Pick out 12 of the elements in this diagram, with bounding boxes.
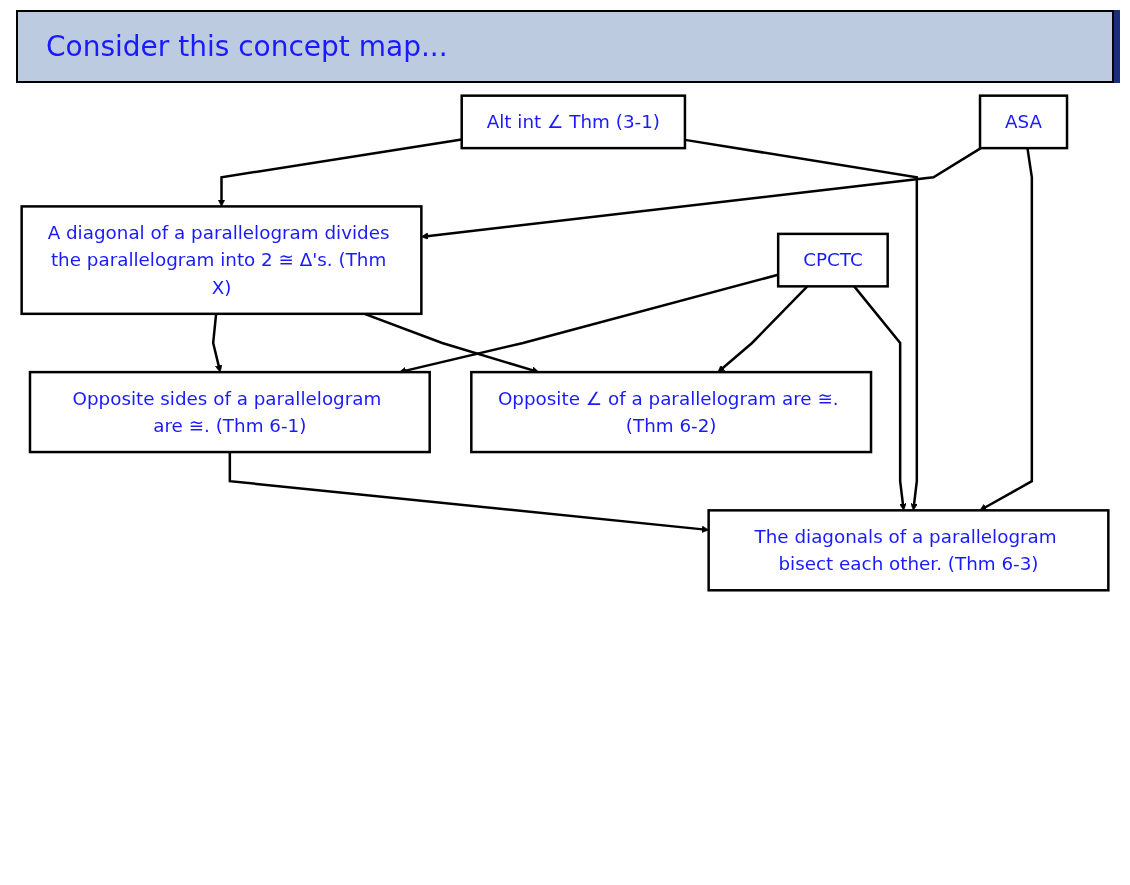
node-box: Alt int ∠ Thm (3-1) — [460, 94, 687, 150]
node-box: CPCTC — [776, 232, 889, 288]
arrow — [421, 147, 982, 240]
node-box: Opposite sides of a parallelogram are ≅. (Thm 6-1) — [28, 370, 431, 454]
node-box: ASA — [978, 94, 1069, 150]
node-box: Opposite ∠ of a parallelogram are ≅. (Thm 6-2) — [470, 370, 873, 454]
arrow — [217, 138, 462, 207]
arrow — [684, 138, 919, 511]
arrow — [228, 452, 709, 533]
arrow — [211, 313, 223, 373]
node-box: The diagonals of a parallelogram bisect each other. (Thm 6-3) — [707, 509, 1110, 592]
node-box: A diagonal of a parallelogram divides the parallelogram into 2 ≅ Δ's. (Thm X) — [20, 205, 423, 316]
